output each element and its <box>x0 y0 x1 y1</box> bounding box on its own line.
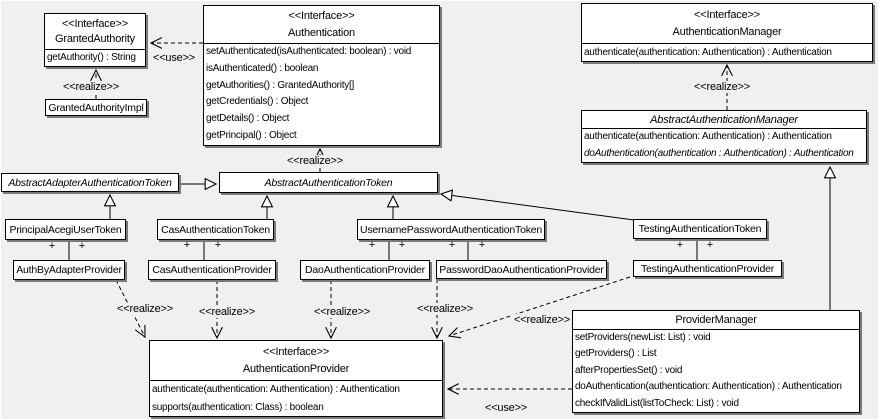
authenticationmanager-class-box: <<Interface>> AuthenticationManager auth… <box>581 3 873 62</box>
method-setauthenticated: setAuthenticated(isAuthenticated: boolea… <box>206 46 412 57</box>
plus-multiplicity-label: + <box>214 239 222 251</box>
method-getauthorities: getAuthorities() : GrantedAuthority[] <box>206 79 355 91</box>
method-getauthority: getAuthority() : String <box>47 52 136 63</box>
testingauthenticationprovider-name: TestingAuthenticationProvider <box>640 262 775 275</box>
passworddaoauthenticationprovider-name: PasswordDaoAuthenticationProvider <box>439 263 604 276</box>
authbyadapterprovider-class-box: AuthByAdapterProvider <box>13 260 125 280</box>
plus-multiplicity-label: + <box>183 239 191 251</box>
abstractauthenticationtoken-class-box: AbstractAuthenticationToken <box>219 172 438 193</box>
realize-label-passworddaoauthenticationprovider: <<realize>> <box>416 303 474 315</box>
realize-label-grantedauthorityimpl: <<realize>> <box>62 81 120 93</box>
use-label-providermanager-authenticationprovider: <<use>> <box>483 402 529 414</box>
method-getcredentials: getCredentials() : Object <box>206 96 309 108</box>
generalization-testingauthenticationtoken <box>441 194 635 221</box>
grantedauthorityimpl-class-box: GrantedAuthorityImpl <box>45 99 147 116</box>
realize-label-daoauthenticationprovider: <<realize>> <box>313 306 371 318</box>
realize-label-casauthenticationprovider: <<realize>> <box>198 306 256 318</box>
providermanager-name: ProviderManager <box>675 314 757 326</box>
casauthenticationprovider-class-box: CasAuthenticationProvider <box>148 260 276 280</box>
realize-edge-testingauthenticationprovider <box>449 276 631 336</box>
authenticationmanager-stereotype: <<Interface>> <box>694 9 760 21</box>
plus-multiplicity-label: + <box>368 239 376 251</box>
abstractadapterauthenticationtoken-class-box: AbstractAdapterAuthenticationToken <box>1 173 179 192</box>
method-getdetails: getDetails() : Object <box>206 113 290 125</box>
method-getprincipal: getPrincipal() : Object <box>206 129 297 141</box>
casauthenticationprovider-name: CasAuthenticationProvider <box>152 264 272 276</box>
authenticationprovider-name: AuthenticationProvider <box>242 363 350 375</box>
testingauthenticationtoken-class-box: TestingAuthenticationToken <box>633 219 767 239</box>
testingauthenticationprovider-class-box: TestingAuthenticationProvider <box>633 260 782 277</box>
realize-label-testingauthenticationprovider: <<realize>> <box>513 314 571 326</box>
grantedauthority-name: GrantedAuthority <box>55 33 135 46</box>
passworddaoauthenticationprovider-class-box: PasswordDaoAuthenticationProvider <box>436 260 607 279</box>
method-pm-checkifvalidlist: checkIfValidList(listToCheck: List) : vo… <box>575 397 739 409</box>
method-authmanager-authenticate: authenticate(authentication: Authenticat… <box>584 47 832 58</box>
method-ap-supports: supports(authentication: Class) : boolea… <box>152 401 324 413</box>
abstractauthenticationmanager-class-box: AbstractAuthenticationManager authentica… <box>581 110 867 163</box>
usernamepasswordauthenticationtoken-class-box: UsernamePasswordAuthenticationToken <box>357 219 545 240</box>
authenticationprovider-stereotype: <<Interface>> <box>263 346 329 358</box>
authenticationprovider-class-box: <<Interface>> AuthenticationProvider aut… <box>149 340 443 417</box>
plus-multiplicity-label: + <box>398 239 406 251</box>
plus-multiplicity-label: + <box>48 240 56 252</box>
daoauthenticationprovider-class-box: DaoAuthenticationProvider <box>300 260 430 280</box>
providermanager-class-box: ProviderManager setProviders(newList: Li… <box>572 310 860 413</box>
abstractadapterauthenticationtoken-name: AbstractAdapterAuthenticationToken <box>8 176 172 189</box>
method-pm-setproviders: setProviders(newList: List) : void <box>575 332 711 343</box>
authenticationmanager-name: AuthenticationManager <box>672 26 782 38</box>
method-isauthenticated: isAuthenticated() : boolean <box>206 62 319 74</box>
authentication-class-box: <<Interface>> Authentication setAuthenti… <box>203 5 440 146</box>
authbyadapterprovider-name: AuthByAdapterProvider <box>16 264 122 276</box>
method-pm-afterpropertiesset: afterPropertiesSet() : void <box>575 364 683 376</box>
plus-multiplicity-label: + <box>78 240 86 252</box>
authentication-name: Authentication <box>288 26 355 39</box>
casauthenticationtoken-class-box: CasAuthenticationToken <box>157 219 274 240</box>
plus-multiplicity-label: + <box>478 239 486 251</box>
abstractauthenticationmanager-name: AbstractAuthenticationManager <box>650 113 798 126</box>
daoauthenticationprovider-name: DaoAuthenticationProvider <box>305 264 425 276</box>
realize-label-abstractauthenticationtoken: <<realize>> <box>286 155 344 167</box>
method-pm-doauthentication: doAuthentication(authentication: Authent… <box>575 381 842 393</box>
principalacegiusertoken-class-box: PrincipalAcegiUserToken <box>5 219 126 240</box>
plus-multiplicity-label: + <box>706 239 714 251</box>
testingauthenticationtoken-name: TestingAuthenticationToken <box>638 223 762 235</box>
method-aam-authenticate: authenticate(authentication: Authenticat… <box>584 131 832 142</box>
authentication-stereotype: <<Interface>> <box>288 10 355 23</box>
plus-multiplicity-label: + <box>448 239 456 251</box>
grantedauthority-class-box: <<Interface>> GrantedAuthority getAuthor… <box>44 13 146 67</box>
method-aam-doauthentication: doAuthentication(authentication : Authen… <box>584 147 854 159</box>
usernamepasswordauthenticationtoken-name: UsernamePasswordAuthenticationToken <box>359 223 543 236</box>
grantedauthority-stereotype: <<Interface>> <box>62 17 128 30</box>
plus-multiplicity-label: + <box>676 239 684 251</box>
grantedauthorityimpl-name: GrantedAuthorityImpl <box>48 101 144 114</box>
realize-label-abstractauthenticationmanager: <<realize>> <box>693 81 751 93</box>
method-ap-authenticate: authenticate(authentication: Authenticat… <box>152 384 400 395</box>
method-pm-getproviders: getProviders() : List <box>575 348 657 360</box>
principalacegiusertoken-name: PrincipalAcegiUserToken <box>9 223 122 236</box>
realize-label-authbyadapterprovider: <<realize>> <box>116 303 174 315</box>
use-label-authentication-grantedauthority: <<use>> <box>151 52 197 64</box>
abstractauthenticationtoken-name: AbstractAuthenticationToken <box>264 176 393 189</box>
casauthenticationtoken-name: CasAuthenticationToken <box>161 223 270 236</box>
